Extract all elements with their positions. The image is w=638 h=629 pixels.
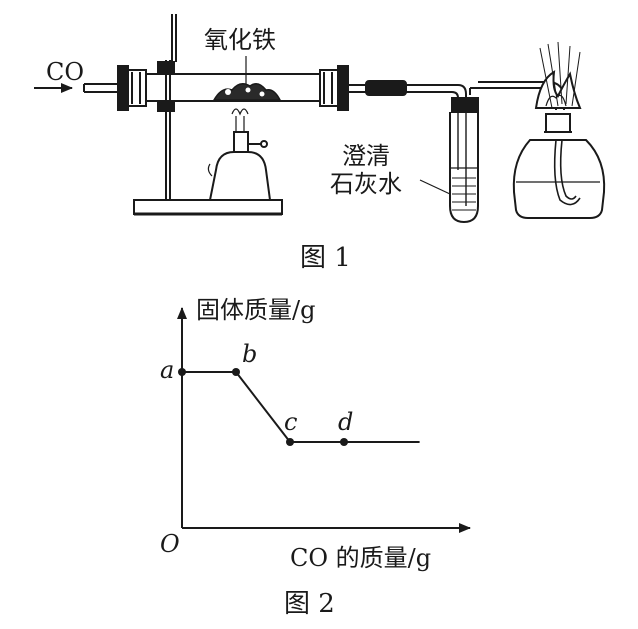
limewater-leader-line [419, 179, 451, 195]
spirit-lamp-right [512, 41, 606, 219]
origin-label: O [160, 530, 180, 558]
inlet-tube [83, 83, 120, 93]
reaction-tube [146, 73, 320, 102]
series-line [182, 371, 420, 443]
left-flange [117, 65, 147, 111]
figure2-graph: a b c d [160, 307, 471, 533]
co-inlet-label: CO [46, 58, 84, 86]
reagent-label: 氧化铁 [204, 26, 276, 54]
y-axis-label: 固体质量/g [196, 296, 315, 324]
point-b [232, 368, 240, 376]
iron-stand [133, 60, 283, 216]
limewater-label-line1: 澄清 [342, 142, 390, 170]
figure1-apparatus: CO [34, 14, 606, 224]
point-label-c: c [284, 408, 297, 436]
limewater-tube [449, 97, 479, 224]
point-c [286, 438, 294, 446]
figure1-caption: 图 1 [300, 243, 351, 273]
point-d [340, 438, 348, 446]
spirit-lamp-left [207, 108, 272, 201]
figure2-caption: 图 2 [284, 589, 335, 619]
point-a [178, 368, 186, 376]
outlet-tube [348, 80, 467, 104]
point-label-a: a [160, 356, 174, 384]
x-axis-label: CO 的质量/g [290, 544, 431, 572]
limewater-label-line2: 石灰水 [330, 170, 402, 198]
point-label-b: b [242, 340, 257, 368]
data-points: a b c d [160, 340, 353, 446]
iron-oxide-sample [212, 83, 282, 101]
point-label-d: d [338, 408, 353, 436]
right-flange [319, 65, 349, 111]
